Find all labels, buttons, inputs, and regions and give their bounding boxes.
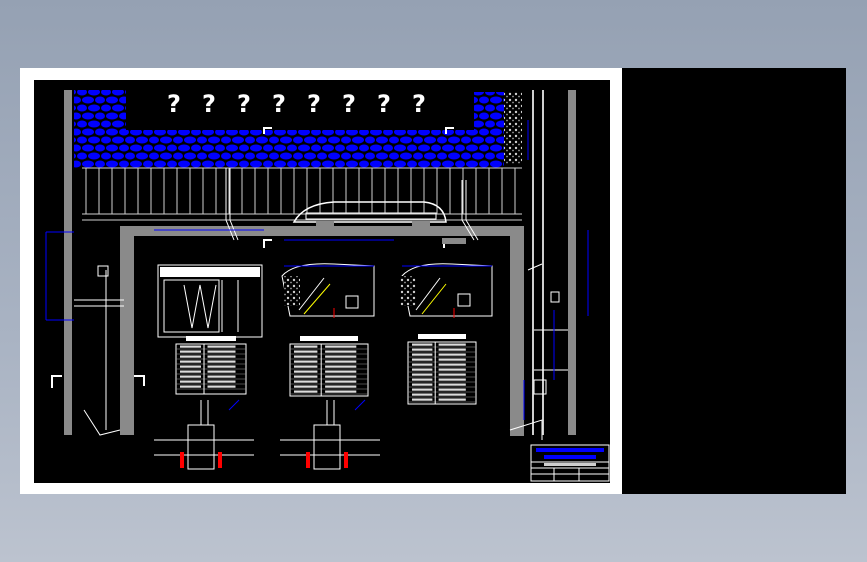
title-block — [530, 444, 610, 482]
section-view-left — [281, 263, 375, 318]
table-cell-text — [207, 345, 236, 348]
elevation-right — [280, 399, 380, 470]
table-cell-text — [412, 358, 433, 361]
table-cell-text — [438, 348, 466, 351]
data-table — [407, 334, 477, 405]
table-cell-text — [412, 343, 433, 346]
table-cell-text — [412, 378, 433, 381]
table-cell-text — [438, 353, 466, 356]
rock-strata — [74, 90, 522, 168]
table-cell-text — [412, 383, 433, 386]
table-cell-text — [207, 380, 236, 383]
table-cell-text — [438, 358, 466, 361]
table-caption — [300, 336, 358, 341]
model-space-area[interactable] — [622, 68, 846, 494]
table-cell-text — [325, 360, 357, 363]
elevation-left — [154, 399, 254, 470]
table-cell-text — [438, 373, 466, 376]
table-cell-text — [207, 365, 236, 368]
question-mark: ? — [342, 90, 356, 118]
table-caption — [418, 334, 466, 339]
table-cell-text — [294, 385, 318, 388]
table-cell-text — [180, 375, 201, 378]
table-cell-text — [207, 385, 236, 388]
table-cell-text — [180, 385, 201, 388]
table-cell-text — [294, 345, 318, 348]
table-cell-text — [438, 378, 466, 381]
table-cell-text — [325, 355, 357, 358]
roof-supports — [82, 167, 522, 221]
table-caption — [186, 336, 236, 341]
table-cell-text — [294, 355, 318, 358]
table-cell-text — [207, 355, 236, 358]
table-cell-text — [180, 350, 201, 353]
question-mark: ? — [202, 90, 216, 118]
table-cell-text — [294, 370, 318, 373]
table-cell-text — [180, 365, 201, 368]
question-mark: ? — [307, 90, 321, 118]
table-cell-text — [180, 360, 201, 363]
question-mark: ? — [272, 90, 286, 118]
table-cell-text — [438, 383, 466, 386]
coal-seam — [292, 201, 447, 227]
table-cell-text — [325, 365, 357, 368]
table-cell-text — [207, 360, 236, 363]
table-cell-text — [207, 350, 236, 353]
question-mark: ? — [412, 90, 426, 118]
table-cell-text — [412, 398, 433, 401]
table-top-left — [157, 264, 263, 338]
table-cell-text — [294, 390, 318, 393]
table-cell-text — [412, 388, 433, 391]
table-cell-text — [207, 375, 236, 378]
section-view-right — [400, 263, 493, 318]
table-cell-text — [412, 363, 433, 366]
support-columns — [85, 168, 516, 214]
data-table — [289, 336, 369, 397]
pipes — [225, 168, 479, 241]
table-cell-text — [325, 350, 357, 353]
table-cell-text — [438, 393, 466, 396]
cad-drawing: ? ? ? ? ? ? ? ? — [45, 90, 610, 482]
table-cell-text — [325, 380, 357, 383]
table-cell-text — [294, 375, 318, 378]
table-cell-text — [325, 345, 357, 348]
data-table — [175, 336, 247, 395]
table-cell-text — [207, 370, 236, 373]
table-cell-text — [412, 368, 433, 371]
table-cell-text — [438, 368, 466, 371]
question-mark: ? — [167, 90, 181, 118]
dimension-lines — [45, 120, 589, 420]
table-cell-text — [180, 380, 201, 383]
table-cell-text — [412, 393, 433, 396]
table-cell-text — [180, 345, 201, 348]
table-cell-text — [180, 370, 201, 373]
table-cell-text — [325, 385, 357, 388]
roadway-walls — [64, 90, 576, 436]
table-cell-text — [294, 360, 318, 363]
drawing-canvas[interactable]: ? ? ? ? ? ? ? ? — [34, 80, 610, 483]
table-cell-text — [438, 363, 466, 366]
table-cell-text — [294, 365, 318, 368]
table-cell-text — [438, 398, 466, 401]
right-shaft — [509, 263, 560, 440]
table-cell-text — [325, 375, 357, 378]
table-cell-text — [294, 380, 318, 383]
data-tables — [175, 334, 477, 405]
table-cell-text — [412, 353, 433, 356]
left-shaft — [74, 265, 124, 436]
table-cell-text — [438, 343, 466, 346]
table-cell-text — [412, 373, 433, 376]
table-cell-text — [180, 355, 201, 358]
question-mark: ? — [237, 90, 251, 118]
question-mark-row: ? ? ? ? ? ? ? ? — [167, 90, 426, 118]
table-cell-text — [294, 350, 318, 353]
table-cell-text — [438, 388, 466, 391]
table-cell-text — [325, 370, 357, 373]
question-mark: ? — [377, 90, 391, 118]
table-cell-text — [412, 348, 433, 351]
table-cell-text — [325, 390, 357, 393]
